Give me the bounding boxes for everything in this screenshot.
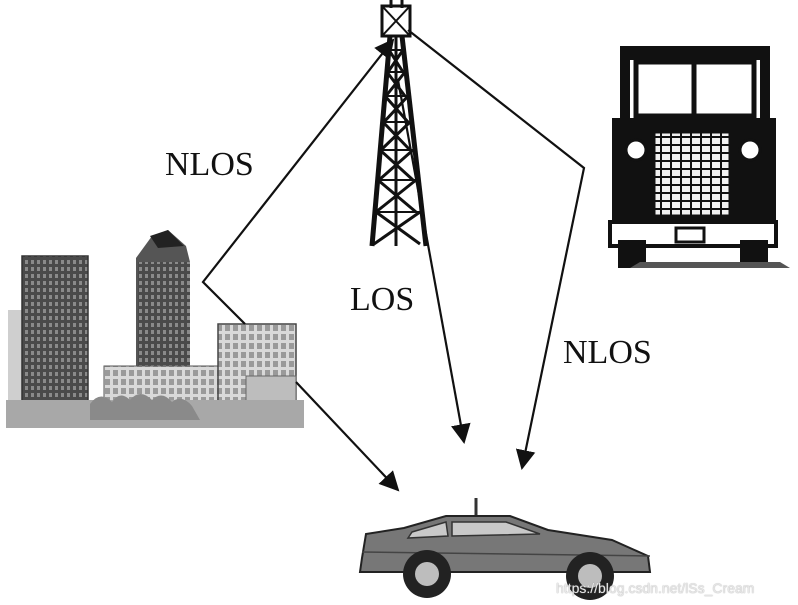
city-buildings-icon — [6, 230, 304, 428]
nlos-right-label: NLOS — [563, 334, 652, 371]
signal-paths — [201, 29, 586, 492]
truck-icon — [608, 46, 790, 268]
nlos-left-incoming-path — [201, 38, 395, 325]
nlos-left-label: NLOS — [165, 146, 254, 183]
nlos-right-path — [407, 29, 586, 470]
los-path — [396, 79, 471, 444]
watermark-text: https://blog.csdn.net/lSs_Cream — [556, 580, 755, 596]
car-icon — [358, 498, 652, 600]
nlos-left-to-car-path — [295, 381, 400, 492]
los-label: LOS — [350, 281, 415, 318]
